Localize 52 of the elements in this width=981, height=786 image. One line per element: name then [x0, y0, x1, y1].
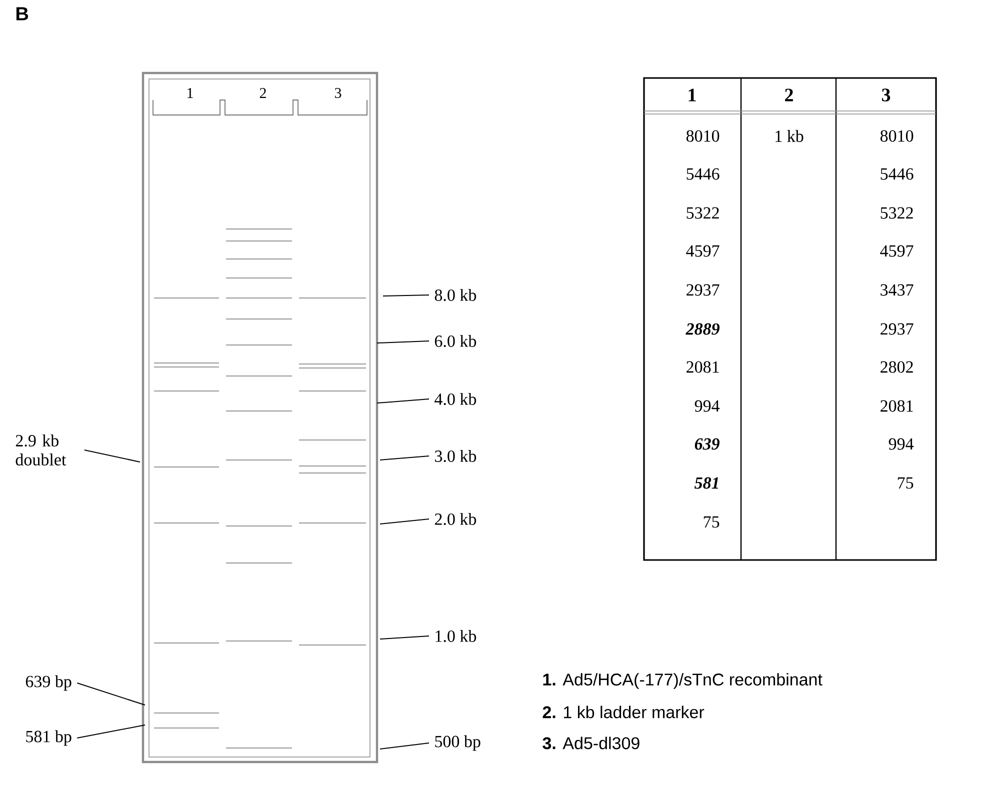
- leader-line: [382, 294, 430, 296]
- table-value: 5322: [686, 207, 719, 219]
- leader-line: [380, 742, 430, 750]
- table-value: 75: [898, 477, 914, 489]
- size-label: 3.0 kb: [435, 450, 476, 462]
- lane-legend-text: 3. Ad5-dl309: [542, 736, 640, 750]
- size-label: 6.0 kb: [434, 334, 476, 348]
- leader-line: [76, 724, 146, 738]
- table-value: 4597: [880, 245, 914, 257]
- column-header: 2: [785, 88, 793, 102]
- table-value: 994: [888, 438, 914, 450]
- table-value: 1 kb: [776, 130, 804, 142]
- size-label: 8.0 kb: [434, 288, 476, 302]
- lane-legend-text: 1. Ad5/HCA(-177)/sTnC recombinant: [543, 673, 822, 689]
- size-label: 4.0 kb: [434, 392, 476, 406]
- table-value: 994: [694, 400, 720, 412]
- size-label: 500 bp: [435, 735, 480, 751]
- size-label: 1.0 kb: [436, 630, 476, 642]
- size-label: 639 bp: [26, 675, 72, 691]
- size-label: 2.0 kb: [434, 513, 476, 526]
- table-value: 5446: [880, 168, 914, 180]
- table-value: 2937: [880, 323, 914, 335]
- leader-line: [380, 456, 430, 460]
- table-value: 2081: [880, 400, 913, 412]
- leader-line: [376, 340, 430, 344]
- lane-number: 1: [188, 88, 193, 98]
- lane-number: 2: [260, 88, 266, 98]
- column-header: 1: [688, 88, 696, 102]
- table-value: 2802: [880, 361, 913, 373]
- table-value: 5446: [686, 168, 720, 180]
- panel-letter: B: [16, 7, 28, 20]
- leader-line: [376, 398, 430, 404]
- table-value: 4597: [686, 245, 720, 257]
- lane-number: 3: [334, 88, 342, 98]
- leader-line: [84, 450, 140, 462]
- table-value: 75: [704, 516, 720, 528]
- leader-line: [76, 682, 146, 706]
- table-value: 2937: [686, 284, 720, 296]
- size-label: 581 bp: [26, 730, 72, 746]
- table-value: 5322: [880, 207, 913, 219]
- table-value: 2889: [686, 323, 720, 335]
- leader-line: [380, 518, 430, 524]
- leader-line: [380, 636, 430, 640]
- column-header: 3: [882, 88, 890, 102]
- table-value: 639: [694, 438, 720, 450]
- table-value: 8010: [686, 130, 720, 142]
- size-label: 2.9 kb doublet: [16, 434, 66, 466]
- lane-legend-text: 2. 1 kb ladder marker: [542, 706, 704, 718]
- table-value: 3437: [880, 284, 914, 296]
- table-value: 581: [694, 477, 718, 489]
- table-value: 2081: [686, 361, 719, 373]
- table-value: 8010: [880, 130, 914, 142]
